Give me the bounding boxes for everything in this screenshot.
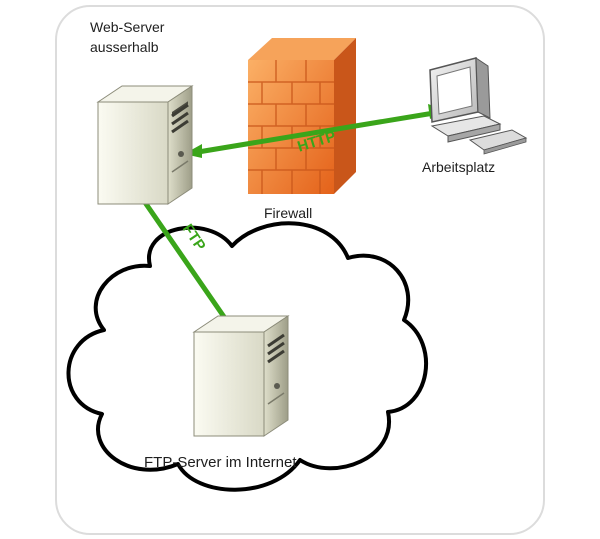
ftp-server-label: FTP-Server im Internet <box>144 454 297 471</box>
ftp-server-icon <box>192 315 290 437</box>
web-server-icon <box>96 85 194 205</box>
workstation-label: Arbeitsplatz <box>422 159 495 175</box>
firewall-label: Firewall <box>264 205 312 221</box>
desktop-computer-icon <box>429 57 528 155</box>
web-server-label: Web-Server <box>90 19 165 35</box>
brick-wall-icon <box>248 38 356 194</box>
web-server-label-line2: ausserhalb <box>90 39 159 55</box>
